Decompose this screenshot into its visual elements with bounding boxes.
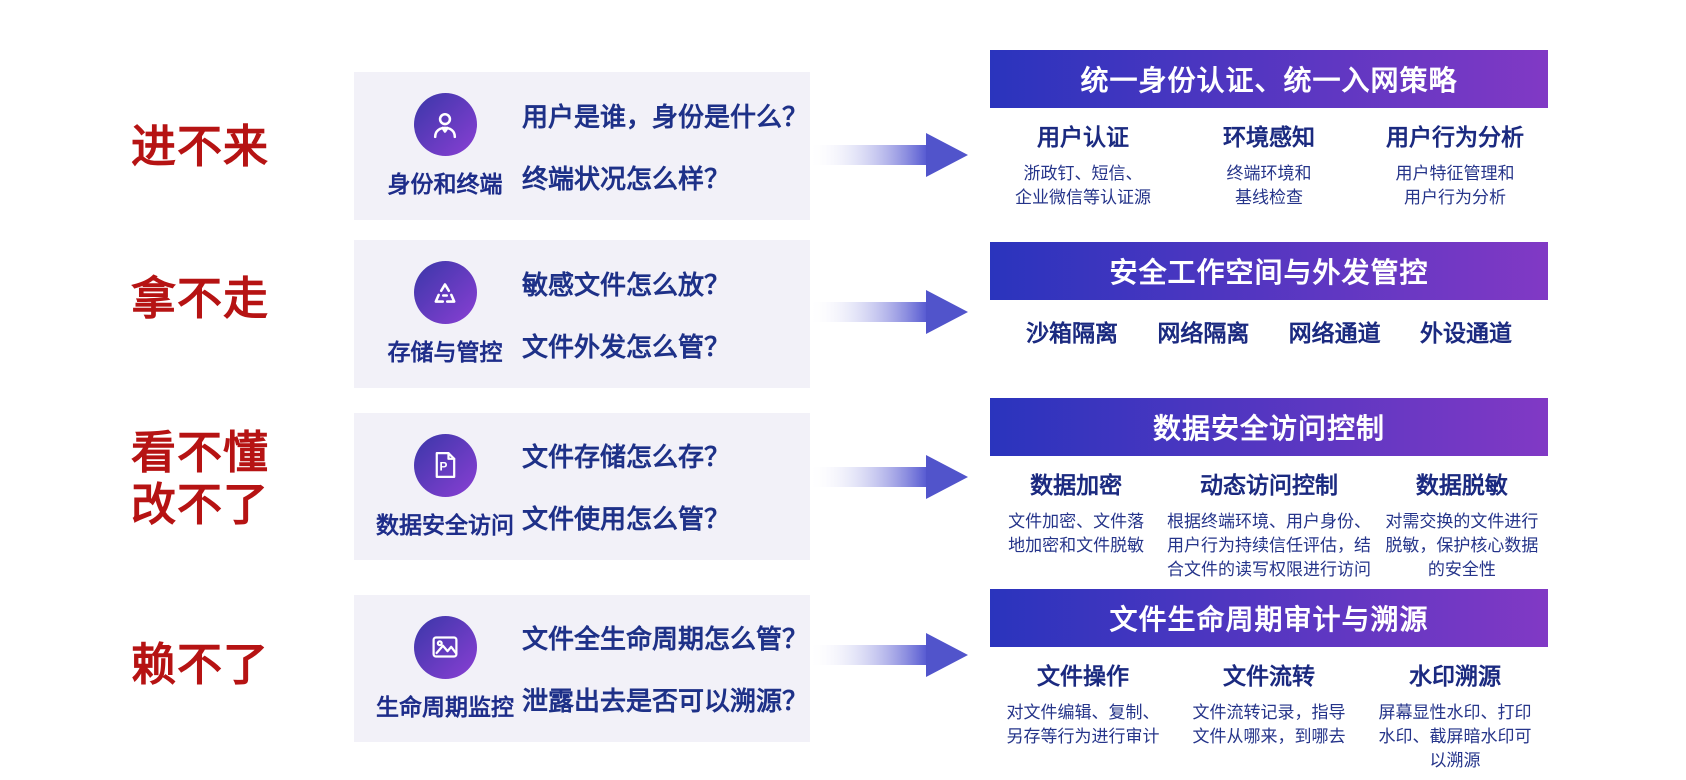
column-description: 浙政钉、短信、 企业微信等认证源 <box>1015 164 1151 208</box>
column-description: 文件加密、文件落 地加密和文件脱敏 <box>1008 512 1145 556</box>
panel-header: 数据安全访问控制 <box>990 398 1548 456</box>
panel-column: 数据加密 文件加密、文件落 地加密和文件脱敏 <box>990 466 1162 582</box>
question-box: P 数据安全访问 文件存储怎么存？ 文件使用怎么管？ <box>354 413 810 560</box>
panel-header: 文件生命周期审计与溯源 <box>990 589 1548 647</box>
column-heading: 网络隔离 <box>1157 320 1250 346</box>
panel-column: 网络隔离 <box>1157 314 1249 348</box>
panel-columns: 数据加密 文件加密、文件落 地加密和文件脱敏 动态访问控制 根据终端环境、用户身… <box>990 466 1548 582</box>
column-heading: 数据脱敏 <box>1415 472 1508 498</box>
icon-column: 身份和终端 <box>370 93 520 199</box>
column-heading: 网络通道 <box>1288 320 1381 346</box>
panel-column: 文件流转 文件流转记录，指导 文件从哪来，到哪去 <box>1176 657 1362 773</box>
pain-point-label: 拿不走 <box>130 273 269 324</box>
panel-column: 环境感知 终端环境和 基线检查 <box>1176 118 1362 210</box>
user-icon <box>413 93 477 156</box>
document-icon: P <box>413 433 477 497</box>
questions: 文件全生命周期怎么管？ 泄露出去是否可以溯源？ <box>522 619 808 718</box>
svg-text:P: P <box>439 459 447 473</box>
column-description: 终端环境和 基线检查 <box>1226 164 1312 208</box>
column-heading: 用户行为分析 <box>1386 124 1524 150</box>
question-box: 存储与管控 敏感文件怎么放？ 文件外发怎么管？ <box>354 240 810 388</box>
flow-arrow <box>808 633 968 677</box>
solution-panel: 统一身份认证、统一入网策略 用户认证 浙政钉、短信、 企业微信等认证源 环境感知… <box>990 50 1548 210</box>
icon-caption: 身份和终端 <box>387 171 503 197</box>
flow-arrow <box>808 133 968 177</box>
panel-column: 外设通道 <box>1420 314 1512 348</box>
flow-arrow <box>808 455 968 499</box>
pain-point-label: 进不来 <box>130 121 269 172</box>
column-heading: 沙箱隔离 <box>1026 320 1118 346</box>
column-description: 根据终端环境、用户身份、 用户行为持续信任评估，结 合文件的读写权限进行访问 <box>1167 512 1371 580</box>
column-heading: 用户认证 <box>1037 124 1129 150</box>
question-line: 文件使用怎么管？ <box>522 504 731 534</box>
question-box: 身份和终端 用户是谁，身份是什么？ 终端状况怎么样？ <box>354 72 810 220</box>
question-line: 用户是谁，身份是什么？ <box>522 101 809 132</box>
icon-caption: 生命周期监控 <box>376 693 514 720</box>
image-icon <box>413 615 477 679</box>
panel-column: 动态访问控制 根据终端环境、用户身份、 用户行为持续信任评估，结 合文件的读写权… <box>1162 466 1375 582</box>
column-description: 屏幕显性水印、打印 水印、截屏暗水印可 以溯源 <box>1378 703 1532 771</box>
panel-header: 统一身份认证、统一入网策略 <box>990 50 1548 108</box>
icon-column: P 数据安全访问 <box>370 433 520 540</box>
panel-column: 水印溯源 屏幕显性水印、打印 水印、截屏暗水印可 以溯源 <box>1362 657 1548 773</box>
column-description: 用户特征管理和 用户行为分析 <box>1395 164 1515 208</box>
solution-panel: 文件生命周期审计与溯源 文件操作 对文件编辑、复制、 另存等行为进行审计 文件流… <box>990 589 1548 773</box>
question-line: 泄露出去是否可以溯源？ <box>522 686 809 716</box>
question-line: 文件全生命周期怎么管？ <box>522 624 809 654</box>
column-description: 对需交换的文件进行 脱敏，保护核心数据 的安全性 <box>1385 512 1539 580</box>
column-description: 文件流转记录，指导 文件从哪来，到哪去 <box>1192 703 1346 747</box>
question-line: 文件外发怎么管？ <box>522 331 731 362</box>
column-heading: 文件流转 <box>1223 663 1315 689</box>
icon-column: 生命周期监控 <box>370 615 520 722</box>
column-heading: 数据加密 <box>1030 472 1123 498</box>
column-heading: 水印溯源 <box>1409 663 1501 689</box>
pain-point-label: 看不懂 改不了 <box>130 427 269 530</box>
panel-column: 文件操作 对文件编辑、复制、 另存等行为进行审计 <box>990 657 1176 773</box>
solution-panel: 安全工作空间与外发管控 沙箱隔离 网络隔离 网络通道 外设通道 <box>990 242 1548 348</box>
questions: 文件存储怎么存？ 文件使用怎么管？ <box>522 437 730 536</box>
panel-column: 网络通道 <box>1289 314 1381 348</box>
isolation-triangle-icon <box>413 261 477 324</box>
panel-column: 沙箱隔离 <box>1026 314 1118 348</box>
question-box: 生命周期监控 文件全生命周期怎么管？ 泄露出去是否可以溯源？ <box>354 595 810 742</box>
icon-caption: 数据安全访问 <box>376 511 514 538</box>
question-line: 文件存储怎么存？ <box>522 442 731 472</box>
question-line: 终端状况怎么样？ <box>522 163 731 194</box>
panel-column: 用户行为分析 用户特征管理和 用户行为分析 <box>1362 118 1548 210</box>
panel-columns: 文件操作 对文件编辑、复制、 另存等行为进行审计 文件流转 文件流转记录，指导 … <box>990 657 1548 773</box>
questions: 用户是谁，身份是什么？ 终端状况怎么样？ <box>522 97 808 196</box>
column-heading: 外设通道 <box>1419 320 1512 346</box>
panel-header: 安全工作空间与外发管控 <box>990 242 1548 300</box>
icon-column: 存储与管控 <box>370 261 520 367</box>
panel-column: 用户认证 浙政钉、短信、 企业微信等认证源 <box>990 118 1176 210</box>
column-description: 对文件编辑、复制、 另存等行为进行审计 <box>1006 703 1160 747</box>
flow-arrow <box>808 290 968 334</box>
questions: 敏感文件怎么放？ 文件外发怎么管？ <box>522 265 730 364</box>
solution-panel: 数据安全访问控制 数据加密 文件加密、文件落 地加密和文件脱敏 动态访问控制 根… <box>990 398 1548 582</box>
question-line: 敏感文件怎么放？ <box>522 269 731 300</box>
column-heading: 动态访问控制 <box>1200 472 1338 498</box>
column-heading: 环境感知 <box>1223 124 1315 150</box>
panel-column: 数据脱敏 对需交换的文件进行 脱敏，保护核心数据 的安全性 <box>1376 466 1548 582</box>
column-heading: 文件操作 <box>1037 663 1129 689</box>
panel-columns: 沙箱隔离 网络隔离 网络通道 外设通道 <box>990 310 1548 348</box>
pain-point-label: 赖不了 <box>130 639 269 690</box>
icon-caption: 存储与管控 <box>387 339 503 365</box>
panel-columns: 用户认证 浙政钉、短信、 企业微信等认证源 环境感知 终端环境和 基线检查 用户… <box>990 118 1548 210</box>
